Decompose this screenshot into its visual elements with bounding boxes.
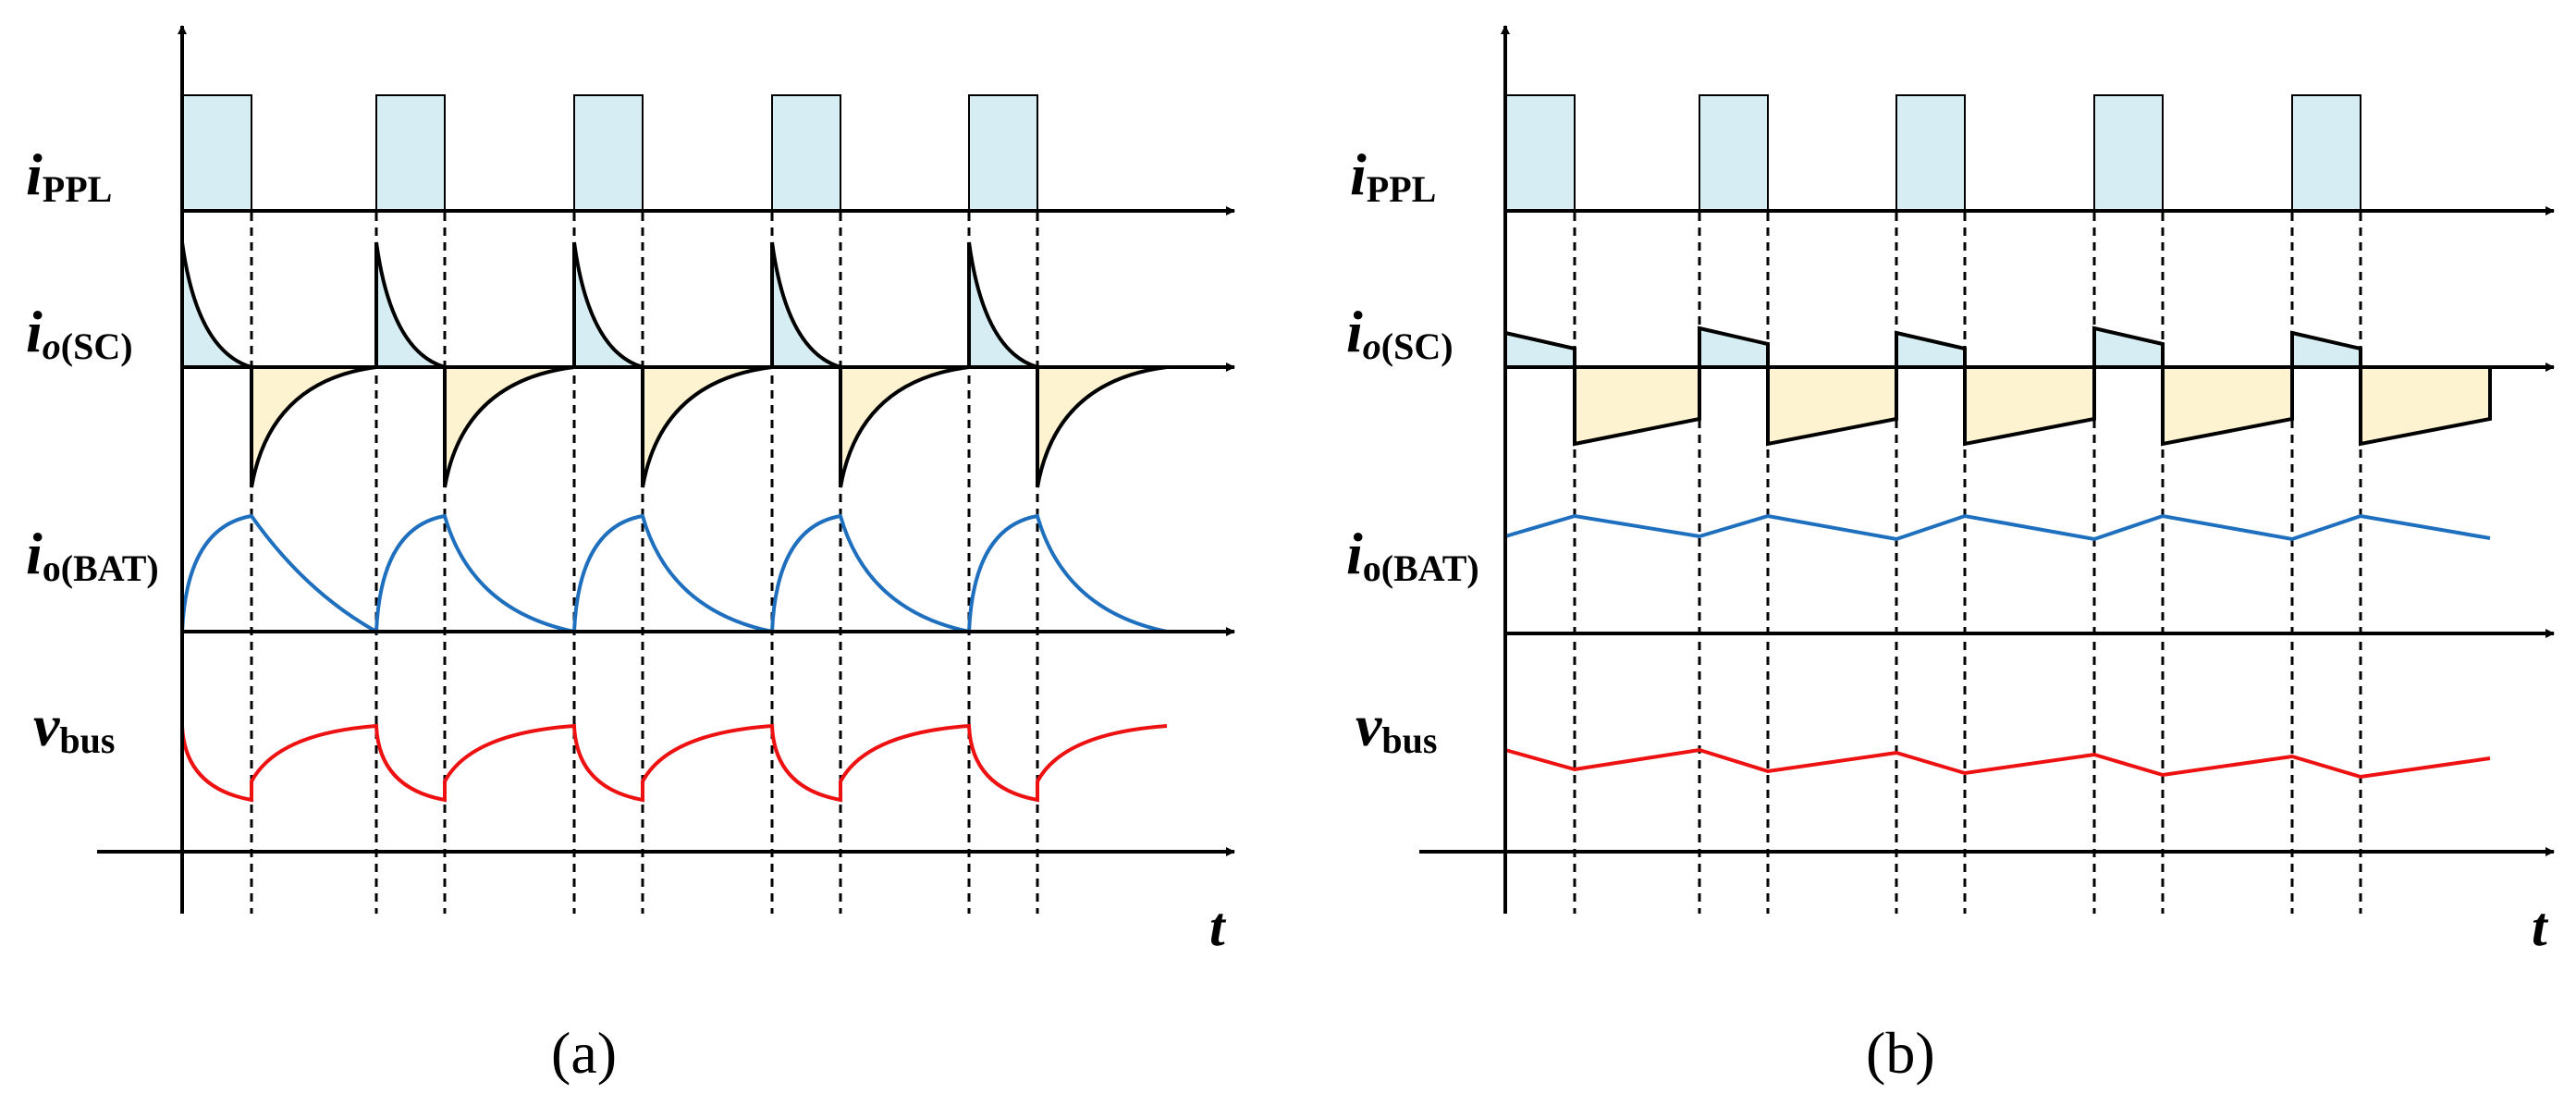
panel-b: iPPL io(SC) io(BAT) vbus t (b): [1346, 25, 2555, 1086]
panel-b-t-label: t: [2532, 896, 2549, 957]
panel-b-iosc-positive: [1503, 326, 2362, 369]
panel-a-ippl-pulses: [181, 94, 1038, 212]
panel-a-t-label: t: [1209, 896, 1227, 957]
panel-a: iPPL io(SC) io(BAT) vbus t (a): [26, 25, 1235, 1086]
panel-a-vbus-label: vbus: [33, 693, 115, 761]
panel-b-guides: [1573, 213, 2362, 914]
panel-b-ippl-pulses: [1504, 94, 2361, 212]
panel-a-iosc-label: io(SC): [26, 299, 133, 367]
panel-b-ippl-label: iPPL: [1350, 141, 1436, 210]
panel-a-caption: (a): [551, 1020, 617, 1086]
panel-b-iosc-label: io(SC): [1346, 299, 1454, 367]
panel-b-iobat-curve: [1504, 513, 2491, 542]
panel-a-axes: [97, 25, 1235, 914]
panel-b-vbus-label: vbus: [1355, 693, 1437, 761]
panel-b-iosc-negative: [1573, 365, 2492, 447]
panel-a-ippl-label: iPPL: [26, 141, 112, 210]
panel-a-vbus-curve: [180, 723, 1168, 803]
panel-b-axes: [1419, 25, 2555, 914]
panel-b-iobat-label: io(BAT): [1346, 521, 1479, 589]
panel-b-caption: (b): [1866, 1020, 1935, 1086]
panel-a-iosc-negative: [250, 365, 1168, 488]
panel-a-iobat-label: io(BAT): [26, 521, 159, 589]
panel-a-iosc-positive: [180, 241, 1038, 369]
panel-b-vbus-curve: [1504, 747, 2491, 780]
panel-a-guides: [250, 213, 1039, 914]
panel-a-iobat-curve: [180, 513, 1168, 635]
